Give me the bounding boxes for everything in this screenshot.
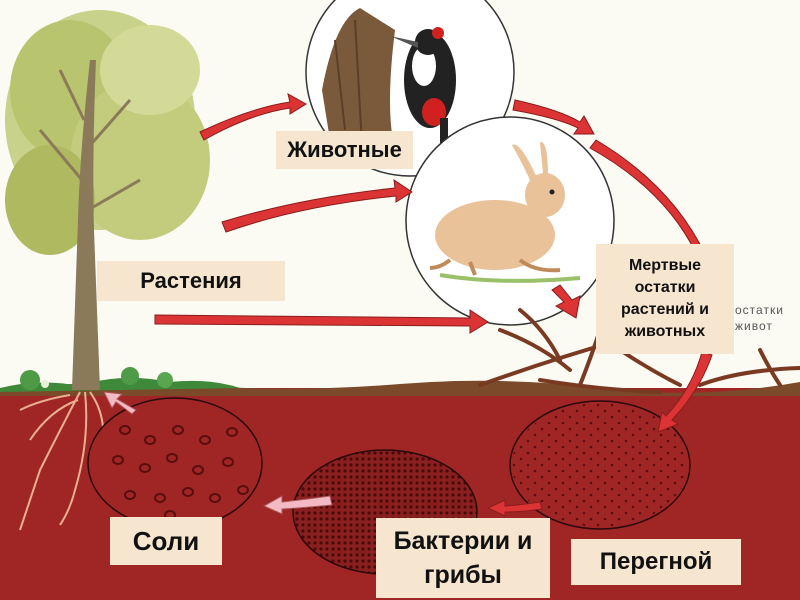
label-plants: Растения [97,261,285,301]
arrow-animals-to-dead [512,99,595,135]
arrow-plants-to-dead [154,309,489,334]
arrow-humus-to-bacteria [486,499,543,517]
label-animals: Животные [276,131,413,169]
side-text-line2: живот [735,319,773,333]
salts-circle [87,397,263,529]
arrow-bacteria-to-salts [262,495,333,515]
tree-icon [5,10,210,390]
arrow-hare-to-dead [551,284,581,319]
label-dead-remains: Мертвые остатки растений и животных [596,244,734,354]
humus-circle [509,400,691,530]
label-humus: Перегной [571,539,741,585]
label-bacteria-fungi: Бактерии и грибы [376,518,550,598]
cropped-side-text: остатки живот [735,302,800,334]
arrow-dead-to-humus [657,351,713,433]
side-text-line1: остатки [735,303,784,317]
cycle-arrows-pink [103,391,333,515]
arrow-plants-to-hare [221,178,413,233]
hare-icon [405,116,615,326]
grass [0,367,240,392]
arrow-salts-to-plants [103,391,137,415]
label-salts: Соли [110,517,222,565]
arrow-plants-to-woodpecker [199,93,307,141]
